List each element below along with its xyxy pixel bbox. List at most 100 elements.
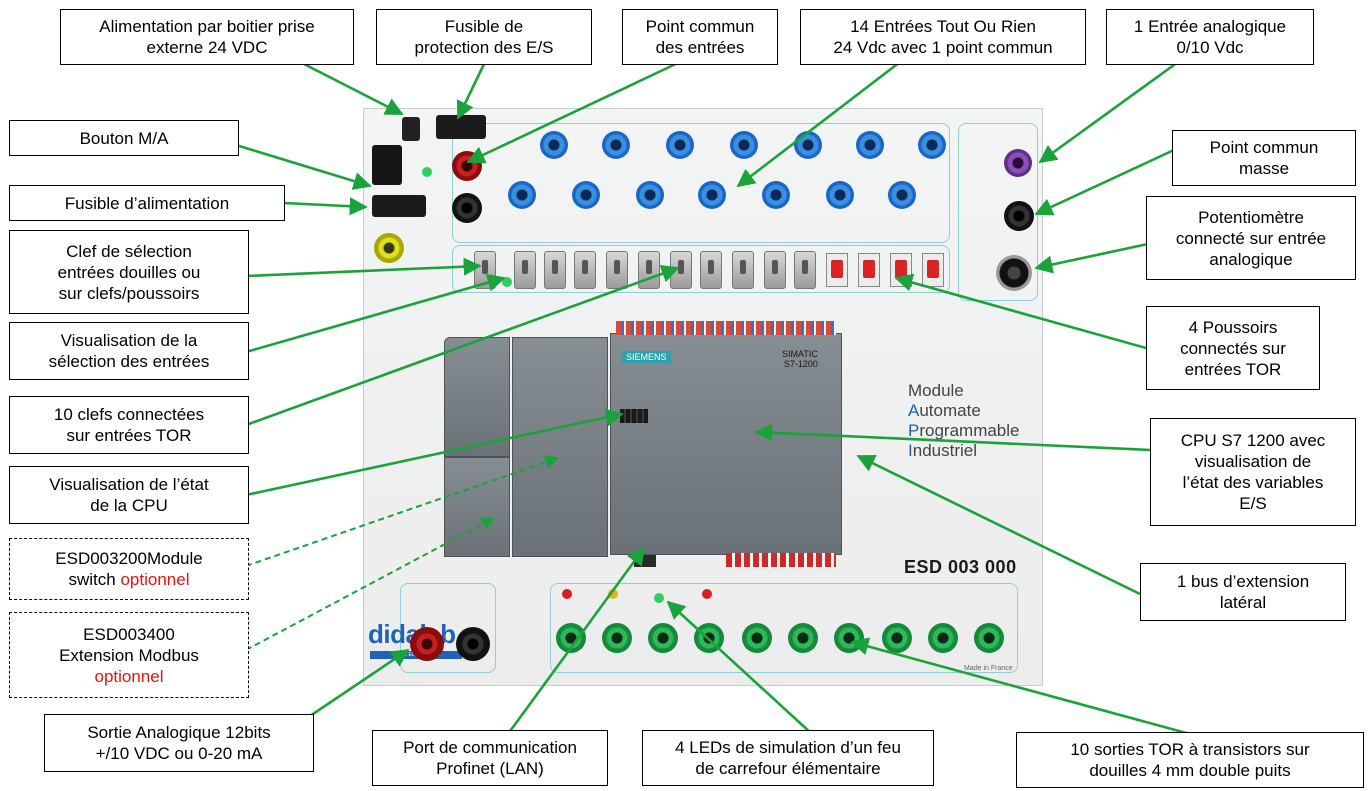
digital-inputs-panel xyxy=(452,123,950,243)
label-entree-analogique: 1 Entrée analogique 0/10 Vdc xyxy=(1106,9,1314,65)
input-jack xyxy=(540,131,568,159)
module-line4: Industriel xyxy=(908,441,977,460)
input-jack xyxy=(856,131,884,159)
pushbutton[interactable] xyxy=(890,253,912,287)
label-point-commun-entrees: Point commun des entrées xyxy=(622,9,778,65)
inputs-common-ground-jack xyxy=(452,193,482,223)
module-line1: Module xyxy=(908,381,964,400)
arrow-entree-analogique xyxy=(1038,60,1179,164)
output-jack xyxy=(928,623,958,653)
label-bouton-ma: Bouton M/A xyxy=(9,120,239,156)
toggle-switch[interactable] xyxy=(606,251,628,289)
label-visualisation-selection: Visualisation de la sélection des entrée… xyxy=(9,322,249,380)
input-jack xyxy=(508,181,536,209)
analog-output-ground-jack xyxy=(456,627,490,661)
label-fusible-alimentation: Fusible d’alimentation xyxy=(9,185,285,221)
output-jack xyxy=(742,623,772,653)
label-alimentation: Alimentation par boitier prise externe 2… xyxy=(60,9,354,65)
label-leds-feu: 4 LEDs de simulation d’un feu de carrefo… xyxy=(642,730,934,786)
pushbutton[interactable] xyxy=(858,253,880,287)
led-red xyxy=(562,589,572,599)
power-jack xyxy=(402,117,420,141)
output-jack xyxy=(974,623,1004,653)
io-fuse xyxy=(436,115,486,139)
module-line2: Automate xyxy=(908,401,981,420)
input-jack xyxy=(572,181,600,209)
output-jack xyxy=(694,623,724,653)
input-jack xyxy=(826,181,854,209)
input-jack xyxy=(888,181,916,209)
input-jack xyxy=(602,131,630,159)
label-point-commun-masse: Point commun masse xyxy=(1172,130,1356,186)
arrow-alimentation xyxy=(299,60,404,116)
module-line3: Programmable xyxy=(908,421,1020,440)
output-jack xyxy=(834,623,864,653)
label-visualisation-cpu: Visualisation de l’état de la CPU xyxy=(9,466,249,524)
selection-led xyxy=(502,277,512,287)
led-yellow xyxy=(608,589,618,599)
toggle-switch[interactable] xyxy=(794,251,816,289)
label-bus-extension: 1 bus d’extension latéral xyxy=(1140,563,1346,621)
arrow-potentiometre xyxy=(1034,242,1149,274)
output-jack xyxy=(648,623,678,653)
power-led xyxy=(422,167,432,177)
optional-tag: optionnel xyxy=(94,666,164,686)
label-clef-selection: Clef de sélection entrées douilles ou su… xyxy=(9,230,249,314)
output-jack xyxy=(556,623,586,653)
output-jack xyxy=(602,623,632,653)
label-potentiometre: Potentiomètre connecté sur entrée analog… xyxy=(1146,196,1356,280)
toggle-switch[interactable] xyxy=(574,251,596,289)
input-jack xyxy=(730,131,758,159)
pushbutton[interactable] xyxy=(826,253,848,287)
input-jack xyxy=(762,181,790,209)
label-sortie-analogique: Sortie Analogique 12bits +/10 VDC ou 0-2… xyxy=(44,714,314,772)
label-entrees-tor: 14 Entrées Tout Ou Rien 24 Vdc avec 1 po… xyxy=(800,9,1086,65)
label-module-switch: ESD003200Module switch optionnel xyxy=(9,538,249,600)
toggle-switch[interactable] xyxy=(514,251,536,289)
led-red-2 xyxy=(702,589,712,599)
ground-jack xyxy=(374,233,404,263)
arrow-fusible-alim xyxy=(283,197,368,216)
arrow-bouton xyxy=(235,143,372,190)
input-jack xyxy=(698,181,726,209)
toggle-switch[interactable] xyxy=(732,251,754,289)
label-fusible-protection: Fusible de protection des E/S xyxy=(376,9,592,65)
toggle-switch[interactable] xyxy=(670,251,692,289)
bottom-terminal-block xyxy=(726,553,836,567)
label-cpu: CPU S7 1200 avec visualisation de l’état… xyxy=(1150,418,1356,526)
status-leds xyxy=(620,409,648,423)
cm-module-switch xyxy=(444,337,510,457)
toggle-switch[interactable] xyxy=(638,251,660,289)
cm-module-modbus xyxy=(444,457,510,557)
toggle-switch[interactable] xyxy=(544,251,566,289)
model-number: ESD 003 000 xyxy=(904,557,1017,577)
siemens-label: SIEMENS xyxy=(622,351,671,363)
plc-module-board: SIEMENS SIMATIC S7-1200 Module Automate … xyxy=(363,108,1043,686)
input-jack xyxy=(918,131,946,159)
input-jack xyxy=(666,131,694,159)
top-terminal-block xyxy=(616,321,836,335)
power-fuse xyxy=(372,195,426,217)
inputs-common-jack xyxy=(452,151,482,181)
label-port-profinet: Port de communication Profinet (LAN) xyxy=(372,730,608,786)
led-green xyxy=(654,593,664,603)
power-switch[interactable] xyxy=(372,145,402,185)
output-jack xyxy=(788,623,818,653)
input-selection-key[interactable] xyxy=(474,251,496,289)
ground-common-jack xyxy=(1004,201,1034,231)
output-jack xyxy=(882,623,912,653)
profinet-port xyxy=(634,555,656,567)
toggle-switch[interactable] xyxy=(764,251,786,289)
analog-output-jack xyxy=(410,627,444,661)
made-in-label: Made in France xyxy=(964,665,1013,672)
input-jack xyxy=(794,131,822,159)
potentiometer[interactable] xyxy=(996,255,1032,291)
toggle-switch[interactable] xyxy=(700,251,722,289)
label-extension-modbus: ESD003400 Extension Modbus optionnel xyxy=(9,612,249,698)
analog-input-jack xyxy=(1004,149,1032,177)
pushbutton[interactable] xyxy=(922,253,944,287)
label-clefs-connectees: 10 clefs connectées sur entrées TOR xyxy=(9,396,249,454)
module-title: Module Automate Programmable Industriel xyxy=(908,381,1020,461)
simatic-label: SIMATIC S7-1200 xyxy=(782,349,818,369)
label-poussoirs: 4 Poussoirs connectés sur entrées TOR xyxy=(1146,306,1320,390)
